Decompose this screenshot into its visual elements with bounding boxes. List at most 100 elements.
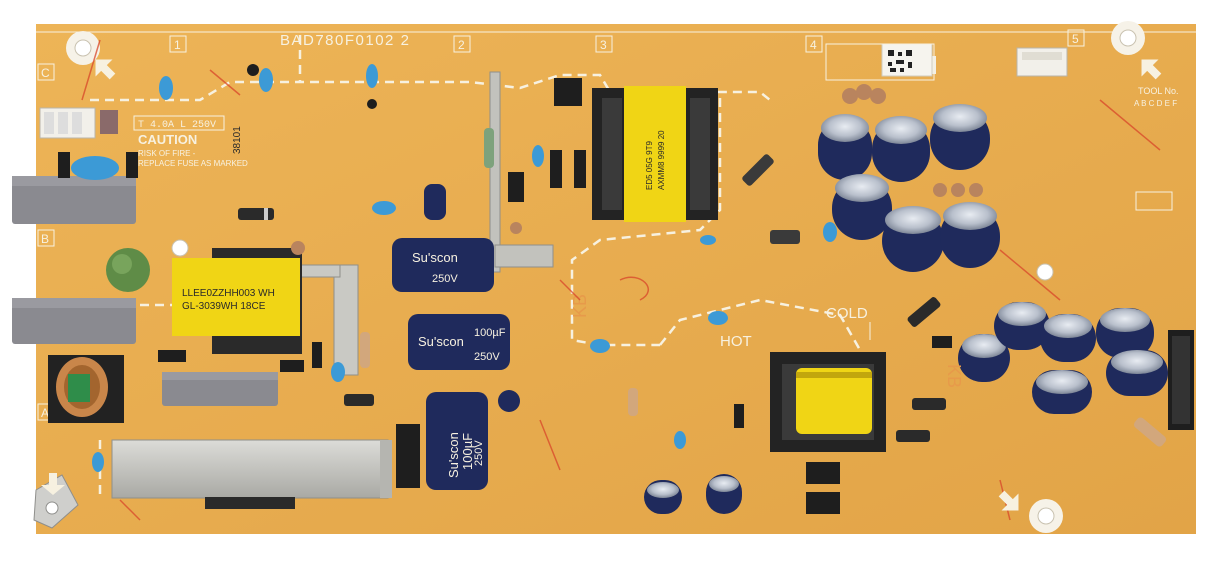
caution-line-1: RISK OF FIRE - bbox=[138, 149, 196, 158]
electrolytic-cap bbox=[940, 202, 1000, 268]
transistor bbox=[247, 64, 259, 76]
x-capacitor bbox=[12, 298, 136, 344]
grid-col-1: 1 bbox=[174, 38, 181, 52]
cap-rating: 250V bbox=[474, 351, 500, 363]
transistor bbox=[126, 152, 138, 178]
resistor bbox=[628, 388, 638, 416]
bridge-rectifier bbox=[554, 78, 582, 106]
varistor bbox=[106, 248, 150, 292]
electrolytic-cap bbox=[1032, 370, 1092, 414]
qr-code bbox=[888, 50, 912, 72]
disc-capacitors bbox=[291, 84, 983, 255]
diode bbox=[907, 297, 941, 327]
bulk-cap-mid: Su'scon 100µF 250V bbox=[408, 314, 510, 370]
electrolytic-cap bbox=[818, 114, 872, 180]
transistor bbox=[158, 350, 186, 362]
mounting-holes bbox=[66, 21, 1145, 533]
ic bbox=[806, 462, 840, 484]
axial-components bbox=[238, 128, 1167, 447]
electrolytic-cap bbox=[930, 104, 990, 170]
grid-row-markers: C B A bbox=[37, 63, 55, 421]
electrolytic-cap bbox=[994, 302, 1050, 350]
silkscreen-arrows bbox=[41, 59, 1162, 511]
diode bbox=[896, 430, 930, 442]
caution-block: T 4.0A L 250V CAUTION RISK OF FIRE - REP… bbox=[133, 115, 248, 168]
resistor bbox=[484, 128, 494, 168]
transistor bbox=[550, 150, 562, 188]
bulk-cap-top: Su'scon 250V bbox=[392, 238, 494, 292]
cap-brand: Su'scon bbox=[412, 250, 458, 265]
grid-col-4: 4 bbox=[810, 38, 817, 52]
cap-brand: Su'scon bbox=[418, 334, 464, 349]
main-transformer: LLEE0ZZHH003 WH GL-3039WH 18CE bbox=[172, 248, 302, 354]
transistor bbox=[508, 172, 524, 202]
bulk-capacitors: Su'scon 250V Su'scon 100µF 250V Su'scon … bbox=[392, 238, 510, 490]
mounting-hole bbox=[1036, 263, 1054, 281]
switching-transformer: ED5 05G 9T9 AXMM8 9999 20 bbox=[592, 86, 718, 222]
heatsink-vertical bbox=[299, 71, 554, 376]
qr-sticker bbox=[881, 43, 933, 77]
regulator bbox=[396, 424, 420, 488]
grid-col-5: 5 bbox=[1072, 32, 1079, 46]
x-capacitors bbox=[12, 176, 278, 406]
cap-value: 100µF bbox=[474, 327, 506, 339]
silkscreen-outline bbox=[1135, 191, 1173, 211]
resistor bbox=[360, 332, 370, 368]
semiconductors bbox=[58, 64, 952, 514]
diode bbox=[770, 230, 800, 244]
ceramic-capacitors bbox=[71, 64, 837, 472]
transistor bbox=[932, 336, 952, 348]
transistor bbox=[367, 99, 377, 109]
electrolytic-cap bbox=[424, 184, 446, 220]
cap-value: 100µF bbox=[460, 433, 475, 470]
standby-transformer bbox=[770, 352, 886, 452]
grid-column-markers: 1 2 3 4 5 bbox=[169, 29, 1085, 53]
kb-mark-right: KB bbox=[944, 364, 964, 388]
heatsink-bottom bbox=[111, 439, 392, 509]
sw-transformer-label-1: ED5 05G 9T9 bbox=[645, 141, 654, 190]
fuse-rating: T 4.0A L 250V bbox=[138, 120, 216, 131]
diode bbox=[344, 394, 374, 406]
grid-col-3: 3 bbox=[600, 38, 607, 52]
transistor bbox=[574, 150, 586, 188]
connectors bbox=[39, 47, 1194, 430]
grid-col-2: 2 bbox=[458, 38, 465, 52]
electrolytic-cap bbox=[832, 174, 892, 240]
grid-row-b: B bbox=[41, 232, 49, 246]
electrolytic-cap bbox=[1096, 308, 1154, 358]
tool-letters: A B C D E F bbox=[1134, 99, 1177, 108]
part-number-text: BAD780F0102 2 bbox=[280, 32, 410, 49]
common-mode-choke bbox=[48, 355, 124, 423]
electrolytic-cap bbox=[872, 116, 930, 182]
kb-mark-left: KB bbox=[570, 294, 590, 318]
electrolytic-cap bbox=[882, 206, 944, 272]
fuse-holder bbox=[100, 110, 118, 134]
mounting-hole bbox=[171, 239, 189, 257]
electrolytic-cap bbox=[706, 474, 742, 514]
transistor bbox=[312, 342, 322, 368]
ic bbox=[806, 492, 840, 514]
transistor bbox=[58, 152, 70, 178]
diode bbox=[912, 398, 946, 410]
sw-transformer-label-2: AXMM8 9999 20 bbox=[657, 130, 666, 190]
cold-label: COLD bbox=[826, 305, 868, 322]
output-capacitors bbox=[424, 104, 1168, 514]
electrolytic-cap bbox=[958, 334, 1010, 382]
bulk-cap-big: Su'scon 100µF 250V bbox=[426, 392, 488, 490]
x-capacitor bbox=[162, 372, 278, 406]
transistor bbox=[734, 404, 744, 428]
diode bbox=[742, 154, 774, 186]
x-capacitor bbox=[12, 176, 136, 224]
cap-rating: 250V bbox=[432, 273, 458, 285]
silkscreen-outline bbox=[825, 43, 935, 81]
hot-label: HOT bbox=[720, 333, 752, 350]
electrolytic-cap bbox=[1106, 350, 1168, 396]
resistor bbox=[1133, 417, 1167, 447]
tool-label: TOOL No. bbox=[1138, 86, 1179, 96]
grid-row-a: A bbox=[41, 406, 49, 420]
grid-row-c: C bbox=[41, 66, 50, 80]
transformer-label-1: LLEE0ZZHH003 WH bbox=[182, 288, 275, 299]
caution-title: CAUTION bbox=[138, 132, 197, 147]
transformer-label-2: GL-3039WH 18CE bbox=[182, 301, 266, 312]
cap-brand: Su'scon bbox=[446, 432, 461, 478]
